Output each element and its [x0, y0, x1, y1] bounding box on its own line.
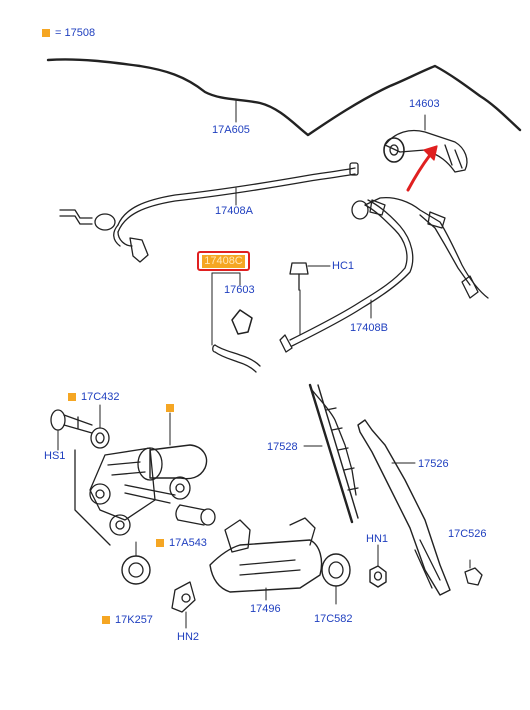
part-label-17408C: 17408C	[202, 254, 245, 268]
part-label-17K257: 17K257	[115, 614, 153, 626]
bushing-17A543	[175, 504, 216, 526]
orange-square-icon	[68, 393, 76, 402]
part-label-17603[interactable]: 17603	[224, 284, 255, 296]
wiper-arm-17526	[357, 419, 451, 596]
legend-text: = 17508	[55, 27, 96, 39]
red-arrow-icon	[406, 153, 432, 192]
part-label-17K257-wrap[interactable]: 17K257	[102, 614, 153, 627]
highlighted-part-17408C[interactable]: 17408C	[197, 251, 250, 271]
orange-square-icon	[42, 29, 50, 38]
part-label-17A543-wrap[interactable]: 17A543	[156, 537, 207, 550]
nut-HN2	[171, 581, 196, 629]
part-label-14603[interactable]: 14603	[409, 98, 440, 110]
cap-17C526	[464, 559, 483, 586]
part-label-17408B[interactable]: 17408B	[350, 322, 388, 334]
cover-17496	[209, 517, 323, 601]
clip-HC1	[289, 262, 331, 336]
part-label-17408A[interactable]: 17408A	[215, 205, 253, 217]
part-label-HN2[interactable]: HN2	[177, 631, 200, 643]
part-label-HC1[interactable]: HC1	[332, 260, 355, 272]
grommet-17C432	[90, 404, 110, 449]
nozzle-17603	[211, 272, 261, 373]
hose-17408B	[279, 196, 489, 353]
seal-17K257	[121, 541, 151, 585]
part-label-17C432-wrap[interactable]: 17C432	[68, 391, 120, 404]
part-label-17A543: 17A543	[169, 537, 207, 549]
wiper-motor-assembly	[74, 412, 208, 546]
bolt-HS1	[50, 409, 93, 451]
part-label-17496[interactable]: 17496	[250, 603, 281, 615]
part-label-17C432: 17C432	[81, 391, 120, 403]
orange-square-icon	[156, 539, 164, 548]
legend: = 17508	[42, 27, 95, 40]
hose-17408A	[59, 162, 359, 263]
wiper-blade-17528	[303, 383, 359, 524]
part-label-17A605[interactable]: 17A605	[212, 124, 250, 136]
part-label-HS1[interactable]: HS1	[44, 450, 66, 462]
orange-square-icon	[102, 616, 110, 625]
part-label-17C526[interactable]: 17C526	[448, 528, 487, 540]
cap-17C582	[321, 553, 351, 605]
part-label-HN1[interactable]: HN1	[366, 533, 389, 545]
harness-14603	[383, 114, 468, 173]
washer-hose-17A605	[46, 58, 522, 137]
part-label-17C582[interactable]: 17C582	[314, 613, 353, 625]
part-label-17526[interactable]: 17526	[418, 458, 449, 470]
orange-square-icon	[166, 404, 174, 412]
part-label-17528[interactable]: 17528	[267, 441, 298, 453]
nut-HN1	[369, 544, 387, 588]
